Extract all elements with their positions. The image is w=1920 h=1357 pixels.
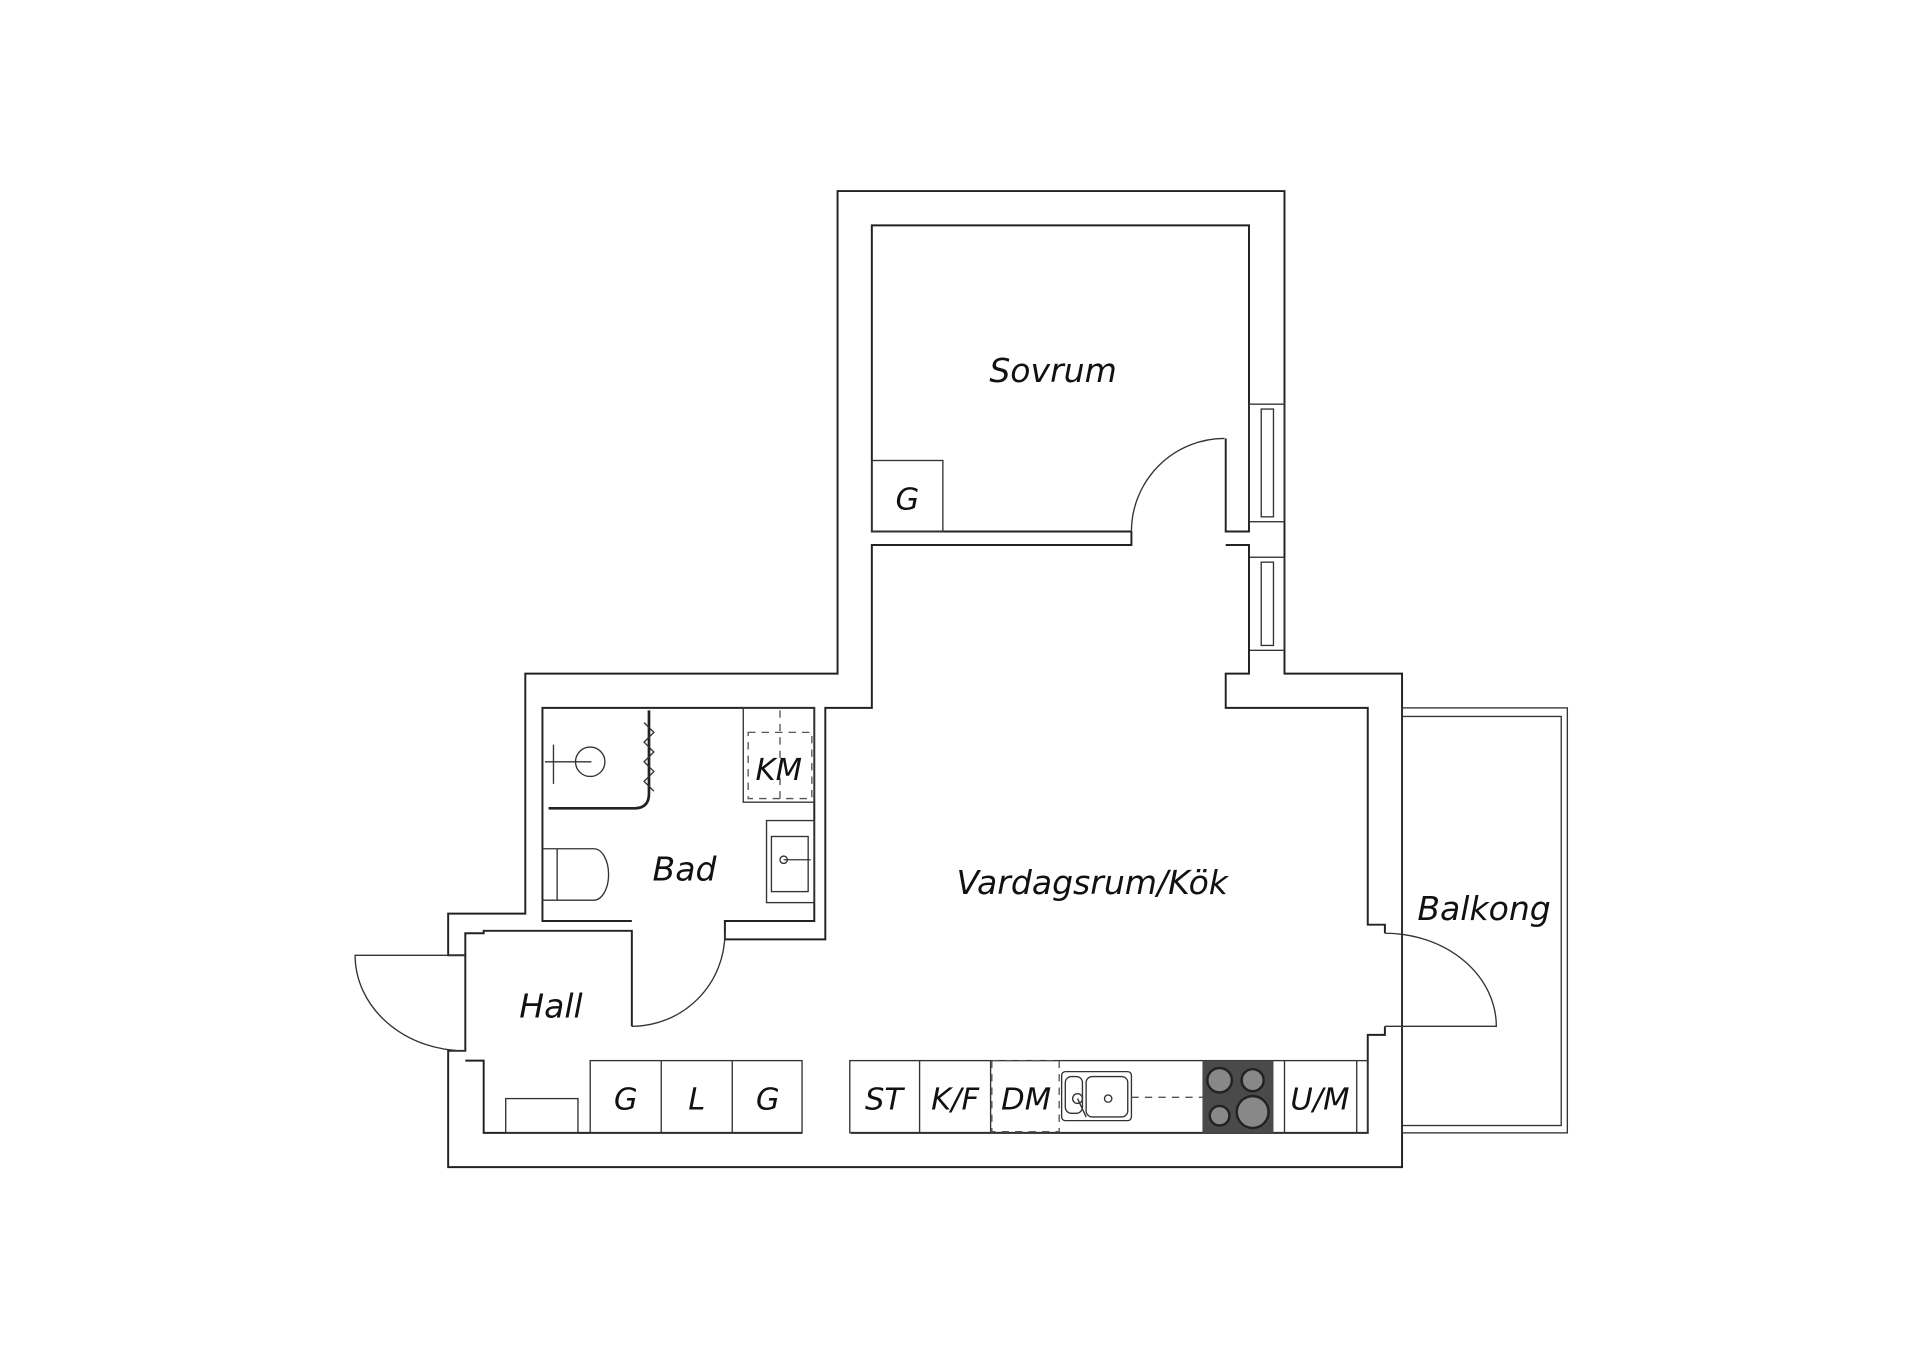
window-living [1248, 556, 1286, 652]
dishwasher-label: DM [1001, 1083, 1051, 1118]
room-label-bad: Bad [653, 850, 718, 889]
sovrum-wardrobe [871, 459, 944, 533]
hall-wardrobe-1-label: G [614, 1083, 638, 1118]
washing-machine-label: KM [756, 753, 802, 788]
living-wall [724, 531, 1133, 941]
room-label-balkong: Balkong [1417, 889, 1550, 928]
door-bad [631, 933, 726, 1027]
washing-machine-box [742, 707, 815, 803]
hall-cabinets [589, 1059, 803, 1134]
window-sovrum [1248, 403, 1286, 523]
sovrum-wardrobe-label: G [895, 482, 919, 517]
bad-wall [541, 706, 816, 940]
oven-microwave-label: U/M [1290, 1083, 1349, 1118]
stove-icon [1202, 1060, 1274, 1133]
fridge-freezer-label: K/F [931, 1083, 979, 1118]
outer-wall [447, 190, 1404, 1169]
door-entry [354, 954, 466, 1052]
room-label-sovrum: Sovrum [989, 351, 1116, 390]
hall-bench [505, 1097, 579, 1134]
room-label-hall: Hall [519, 987, 583, 1026]
hall-linen-label: L [688, 1083, 705, 1118]
shower-icon [544, 710, 655, 810]
door-sovrum [1130, 437, 1225, 532]
hall-wardrobe-2-label: G [756, 1083, 780, 1118]
toilet-icon [542, 848, 610, 901]
stove-cabinet-label: ST [865, 1083, 905, 1118]
sink-icon [1060, 1070, 1133, 1122]
kitchen-counter [849, 1059, 1369, 1134]
door-balcony [1384, 932, 1498, 1027]
washbasin-icon [765, 819, 815, 904]
room-label-vardagsrum: Vardagsrum/Kök [957, 863, 1230, 902]
